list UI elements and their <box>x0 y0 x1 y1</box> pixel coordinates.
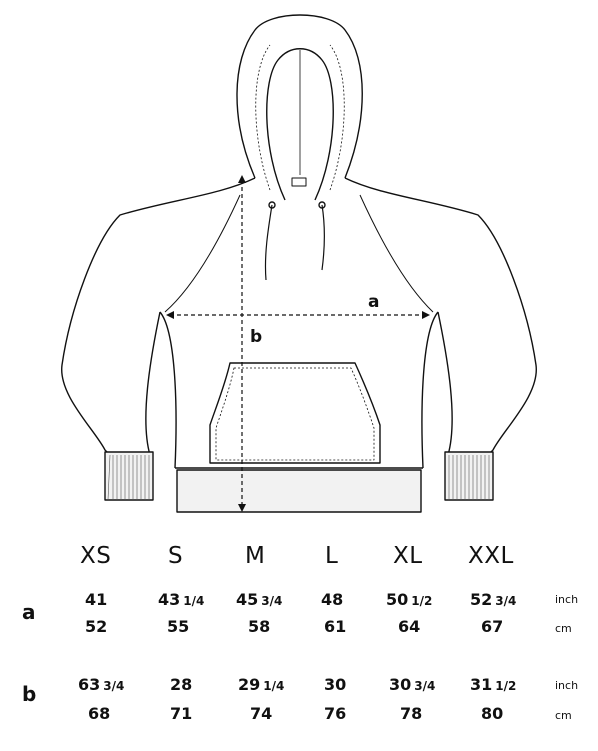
drawcord-right <box>321 204 325 271</box>
a-cm-xs: 52 <box>85 617 108 636</box>
a-inch-xs: 41 <box>85 590 108 609</box>
size-header-s: S <box>168 543 184 569</box>
a-cm-s: 55 <box>167 617 190 636</box>
a-cm-l: 61 <box>324 617 347 636</box>
hoodie-diagram <box>61 14 537 513</box>
a-cm-xl: 64 <box>398 617 421 636</box>
size-header-xxl: XXL <box>468 543 514 569</box>
a-inch-l: 48 <box>321 590 344 609</box>
b-cm-l: 76 <box>324 704 347 723</box>
b-cm-m: 74 <box>250 704 273 723</box>
hood-outline <box>236 14 363 179</box>
b-inch-unit: inch <box>555 679 579 692</box>
a-cm-m: 58 <box>248 617 271 636</box>
diagram-label-a: a <box>368 292 380 312</box>
b-cm-unit: cm <box>555 709 572 722</box>
body-left-outline <box>61 177 256 456</box>
hood-opening <box>266 48 334 201</box>
waistband <box>176 469 422 513</box>
b-inch-l: 30 <box>324 675 347 694</box>
a-inch-unit: inch <box>555 593 579 606</box>
row-label-a: a <box>22 600 36 624</box>
body-right-outline <box>344 177 537 456</box>
size-header-m: M <box>245 543 266 569</box>
measure-b-arrow-bottom <box>238 504 246 512</box>
measure-a-arrow-left <box>166 311 174 319</box>
b-cm-xs: 68 <box>88 704 111 723</box>
row-label-b: b <box>22 682 37 706</box>
drawcord-left <box>264 204 273 281</box>
measure-a-arrow-right <box>422 311 430 319</box>
kangaroo-pocket <box>209 362 381 464</box>
b-cm-xxl: 80 <box>481 704 504 723</box>
size-header-xl: XL <box>393 543 423 569</box>
b-inch-s: 28 <box>170 675 193 694</box>
measure-b-arrow-top <box>238 175 246 183</box>
b-cm-s: 71 <box>170 704 193 723</box>
b-cm-xl: 78 <box>400 704 423 723</box>
diagram-label-b: b <box>250 327 263 347</box>
size-header-l: L <box>325 543 339 569</box>
a-cm-unit: cm <box>555 622 572 635</box>
size-header-xs: XS <box>80 543 112 569</box>
a-cm-xxl: 67 <box>481 617 504 636</box>
